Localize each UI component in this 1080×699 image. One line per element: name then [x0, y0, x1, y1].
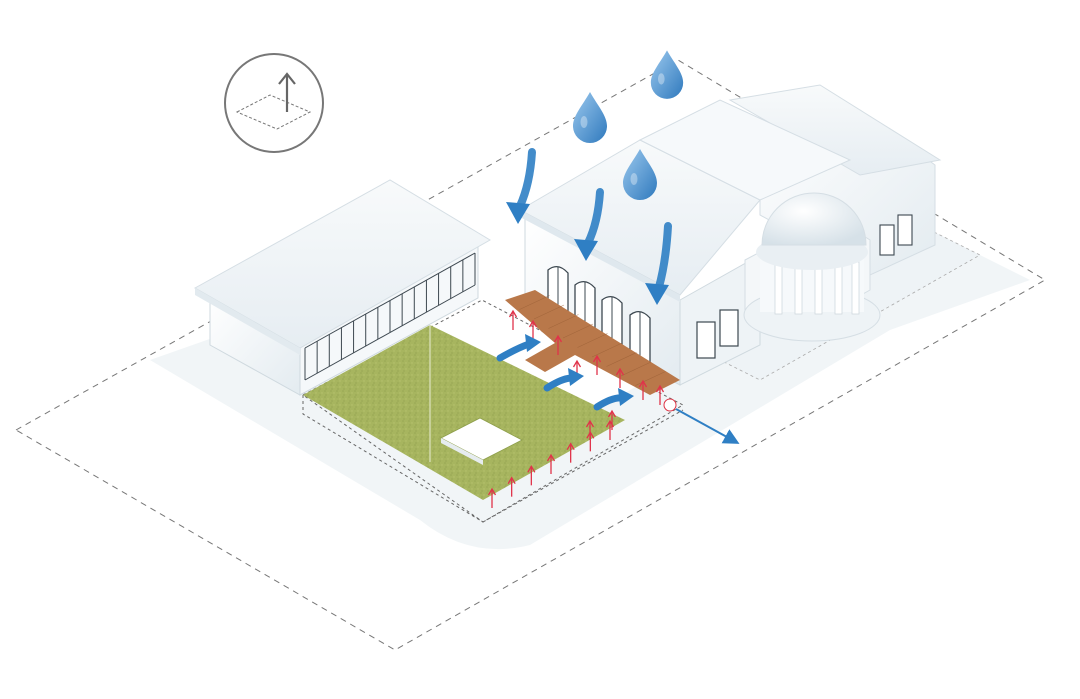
- flow-arrow-icon: [593, 388, 634, 411]
- upward-red-arrow-icon: [507, 476, 516, 497]
- curved-down-arrow-icon: [574, 188, 604, 261]
- raindrop-icon: [650, 50, 684, 99]
- surface-flow-arrows: [496, 334, 634, 411]
- upward-red-arrow-icon: [655, 384, 665, 405]
- pavilion-column: [774, 261, 783, 315]
- upward-red-arrow-icon: [508, 309, 518, 330]
- deck-board-line: [533, 304, 565, 320]
- roof-runoff-arrows: [506, 148, 672, 305]
- pavilion-column: [851, 261, 860, 315]
- house-side-window: [696, 321, 716, 359]
- curved-down-arrow-icon: [506, 148, 536, 224]
- upward-red-arrow-icon: [487, 487, 497, 508]
- upward-red-arrow-icon: [566, 442, 575, 463]
- deck-board-line: [591, 342, 623, 358]
- raindrop-icon: [623, 149, 657, 200]
- window-sill: [304, 284, 476, 381]
- window-head: [304, 252, 476, 349]
- side-building-windows: [304, 252, 476, 381]
- deck-board-line: [620, 361, 652, 377]
- upward-red-arrow-icon: [615, 367, 625, 388]
- pavilion-column: [794, 261, 803, 315]
- raindrops: [573, 50, 684, 200]
- deck-board-line: [562, 323, 594, 339]
- upward-arrow-on-plane-icon: [224, 53, 324, 153]
- curved-down-arrow-icon: [645, 222, 672, 305]
- upward-red-arrow-icon: [638, 379, 648, 400]
- wing-window: [897, 214, 913, 246]
- deck-board-line: [548, 314, 579, 329]
- lawn-area: [303, 325, 625, 500]
- dome-pavilion: [743, 192, 881, 342]
- upward-red-arrow-icon: [553, 334, 563, 355]
- drain-outlet-icon: [663, 398, 740, 444]
- side-building: [193, 179, 491, 396]
- flow-arrow-icon: [496, 334, 541, 362]
- deck-board-line: [577, 333, 608, 348]
- upward-red-arrow-icon: [527, 465, 536, 486]
- raindrop-icon: [573, 92, 607, 143]
- courtyard-boundary: [302, 299, 685, 523]
- upward-red-arrow-icon: [585, 419, 595, 440]
- flow-arrow-icon: [543, 368, 584, 392]
- upward-red-arrow-icon: [528, 319, 538, 340]
- house-side-window: [719, 309, 739, 347]
- capillary-arrows: [487, 309, 665, 508]
- pavilion-column: [834, 261, 843, 315]
- deck-board-line: [635, 371, 666, 386]
- wing-window: [879, 224, 895, 256]
- deck-board-line: [519, 295, 550, 310]
- upward-red-arrow-icon: [592, 354, 602, 375]
- deck-boards: [519, 295, 666, 386]
- main-house: [518, 84, 942, 386]
- deck-board-line: [606, 352, 637, 367]
- upward-red-arrow-icon: [607, 409, 617, 430]
- wooden-deck: [505, 290, 680, 395]
- upward-red-arrow-icon: [546, 453, 556, 474]
